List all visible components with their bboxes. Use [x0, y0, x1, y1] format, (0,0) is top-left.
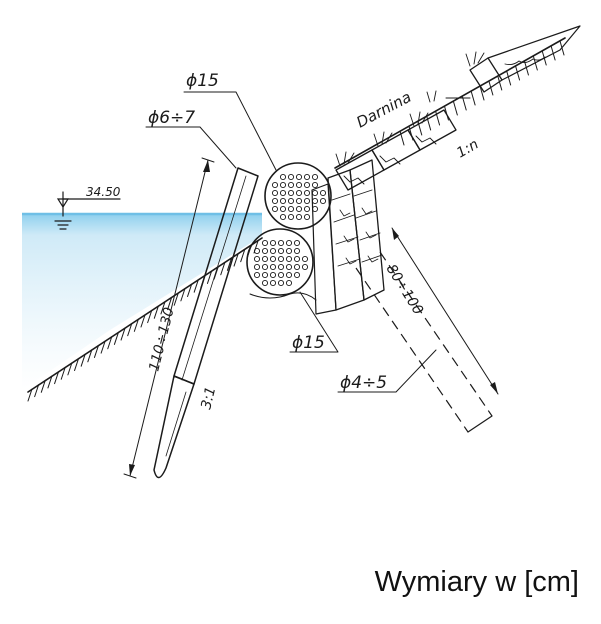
water-level-label: 34.50: [86, 185, 121, 199]
dimensions-caption: Wymiary w [cm]: [374, 566, 579, 598]
upper-slope: [334, 37, 566, 169]
water-body: [22, 212, 262, 390]
sod-stack: [311, 159, 385, 315]
water-level-symbol: [54, 191, 121, 230]
pile: [153, 167, 259, 479]
soil-under-fascines: [249, 292, 317, 301]
fascine-top: [264, 162, 332, 230]
sod-blocks: [335, 25, 581, 191]
sod-label: Darnina: [353, 88, 414, 132]
fascine-bottom-diameter-label: ϕ15: [292, 333, 325, 353]
pile-length-dimension: [123, 157, 215, 479]
pile-diameter-label: ϕ6÷7: [148, 108, 195, 128]
peg-length-dimension: [391, 227, 499, 395]
peg-length-label: 80÷100: [383, 262, 426, 318]
peg: [355, 251, 493, 433]
fascine-top-diameter-label: ϕ15: [186, 71, 219, 91]
peg-diameter-label: ϕ4÷5: [340, 373, 387, 393]
fascine-bottom: [246, 228, 314, 296]
slope-ratio-label: 1:n: [454, 136, 481, 161]
leader-lines: [145, 91, 471, 393]
lower-slope: [27, 237, 263, 402]
pile-inclination-label: 3:1: [198, 385, 219, 411]
pile-length-label: 110÷130: [146, 306, 177, 373]
